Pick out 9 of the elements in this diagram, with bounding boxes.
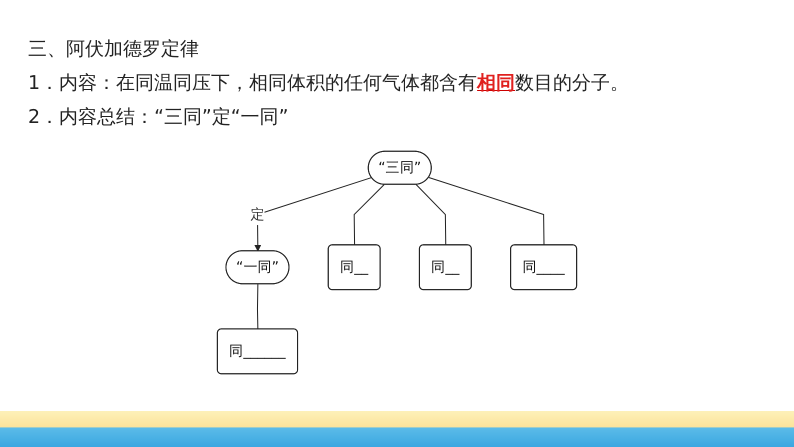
title: 三、阿伏加德罗定律 xyxy=(28,37,200,62)
edge-label: 定 xyxy=(250,206,265,223)
connector xyxy=(416,184,446,246)
connector xyxy=(354,184,384,246)
connector xyxy=(256,284,258,330)
text-line: 1．内容：在同温同压下，相同体积的任何气体都含有相同数目的分子。 xyxy=(28,71,630,96)
arrow xyxy=(254,177,372,252)
connector xyxy=(428,177,544,246)
text-line: 2．内容总结：“三同”定“一同” xyxy=(28,105,290,130)
